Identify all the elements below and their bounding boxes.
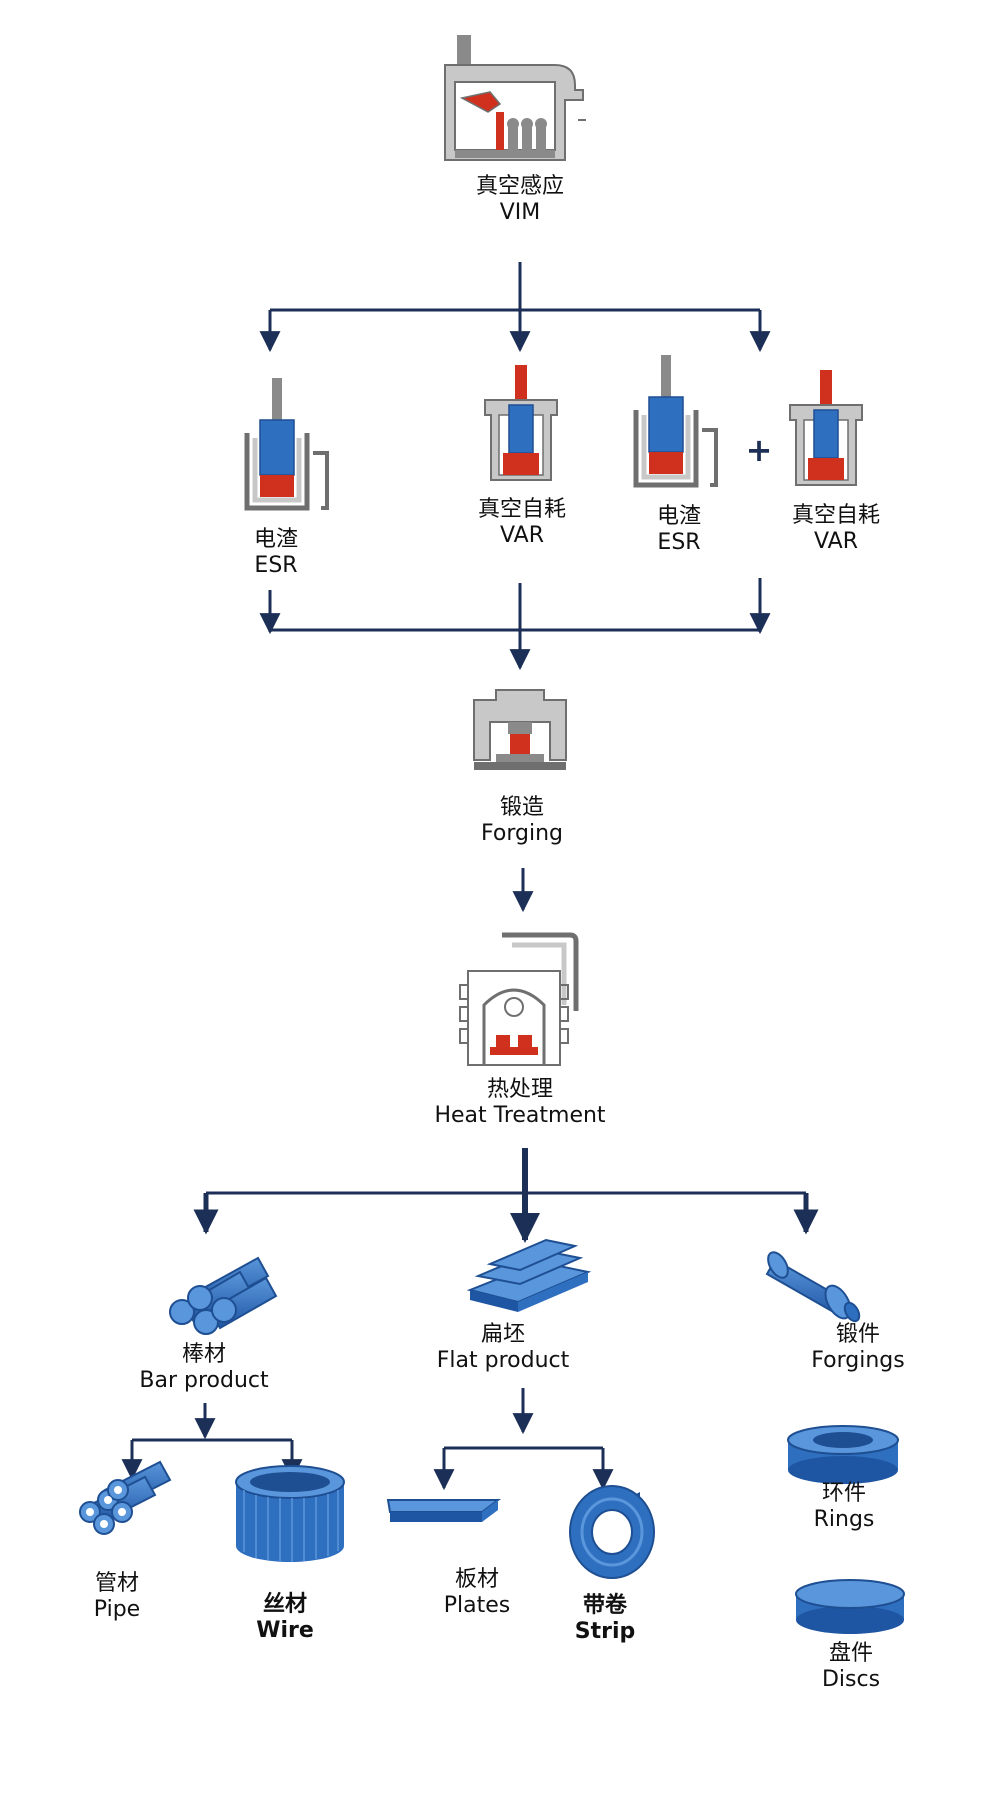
- label-pipe-en: Pipe: [93, 1597, 141, 1622]
- label-esr-2-zh: 电渣: [656, 504, 702, 529]
- var-furnace-icon: [484, 365, 558, 481]
- esr-furnace-icon: [244, 378, 329, 511]
- pipe-bundle-icon: [79, 1460, 172, 1535]
- label-var-1: 真空自耗 VAR: [478, 497, 566, 549]
- label-wire-zh: 丝材: [262, 1592, 308, 1617]
- label-forging-en: Forging: [481, 821, 563, 846]
- label-bar-product-en: Bar product: [139, 1368, 269, 1393]
- label-plates: 板材 Plates: [444, 1567, 510, 1619]
- label-vim-zh: 真空感应: [475, 174, 565, 199]
- flat-slab-icon: [466, 1238, 592, 1312]
- label-flat-product-zh: 扁坯: [480, 1322, 526, 1347]
- plate-icon: [386, 1499, 501, 1522]
- label-esr-2: 电渣 ESR: [657, 504, 701, 556]
- label-var-2: 真空自耗 VAR: [792, 503, 880, 555]
- label-forging-zh: 锻造: [499, 795, 545, 820]
- forged-shaft-icon: [765, 1251, 861, 1323]
- label-discs-zh: 盘件: [828, 1641, 874, 1666]
- label-rings-en: Rings: [813, 1507, 875, 1532]
- label-esr-2-en: ESR: [657, 530, 701, 555]
- label-vim-en: VIM: [499, 200, 541, 225]
- label-heat-treatment: 热处理 Heat Treatment: [434, 1077, 605, 1129]
- label-var-2-zh: 真空自耗: [791, 503, 881, 528]
- label-forging: 锻造 Forging: [481, 795, 563, 847]
- label-forgings: 锻件 Forgings: [811, 1322, 904, 1374]
- label-rings: 环件 Rings: [814, 1481, 875, 1533]
- label-heat-treatment-en: Heat Treatment: [434, 1103, 606, 1128]
- esr-furnace-icon: [633, 355, 718, 488]
- label-plates-zh: 板材: [454, 1567, 500, 1592]
- label-pipe-zh: 管材: [94, 1571, 139, 1596]
- label-wire: 丝材 Wire: [256, 1592, 314, 1644]
- forging-press-icon: [473, 689, 567, 770]
- label-heat-treatment-zh: 热处理: [486, 1077, 553, 1102]
- disc-icon: [795, 1579, 905, 1634]
- label-rings-zh: 环件: [821, 1481, 866, 1506]
- label-bar-product: 棒材 Bar product: [139, 1342, 268, 1394]
- label-bar-product-zh: 棒材: [181, 1342, 227, 1367]
- label-esr-1-zh: 电渣: [253, 527, 299, 552]
- ring-icon: [787, 1425, 899, 1484]
- label-discs-en: Discs: [821, 1667, 881, 1692]
- heat-treatment-furnace-icon: [459, 932, 579, 1066]
- label-esr-1: 电渣 ESR: [254, 527, 298, 579]
- connectors: [121, 262, 819, 1491]
- label-forgings-zh: 锻件: [835, 1322, 880, 1347]
- label-forgings-en: Forgings: [811, 1348, 905, 1373]
- label-discs: 盘件 Discs: [822, 1641, 880, 1693]
- label-flat-product-en: Flat product: [436, 1348, 570, 1373]
- bar-bundle-icon: [169, 1256, 278, 1335]
- label-var-2-en: VAR: [814, 529, 858, 554]
- label-plates-en: Plates: [443, 1593, 511, 1618]
- var-furnace-icon: [789, 370, 863, 486]
- label-strip-zh: 带卷: [582, 1593, 627, 1618]
- label-var-1-en: VAR: [500, 523, 544, 548]
- vim-furnace-icon: [444, 35, 586, 161]
- strip-coil-icon: [569, 1485, 655, 1579]
- wire-coil-icon: [235, 1465, 345, 1562]
- plus-sign: +: [746, 431, 773, 469]
- label-flat-product: 扁坯 Flat product: [437, 1322, 569, 1374]
- label-esr-1-en: ESR: [254, 553, 298, 578]
- label-strip: 带卷 Strip: [575, 1593, 636, 1645]
- label-strip-en: Strip: [574, 1619, 636, 1644]
- label-var-1-zh: 真空自耗: [477, 497, 567, 522]
- label-pipe: 管材 Pipe: [94, 1571, 140, 1623]
- label-wire-en: Wire: [256, 1618, 314, 1643]
- label-vim: 真空感应 VIM: [476, 174, 564, 226]
